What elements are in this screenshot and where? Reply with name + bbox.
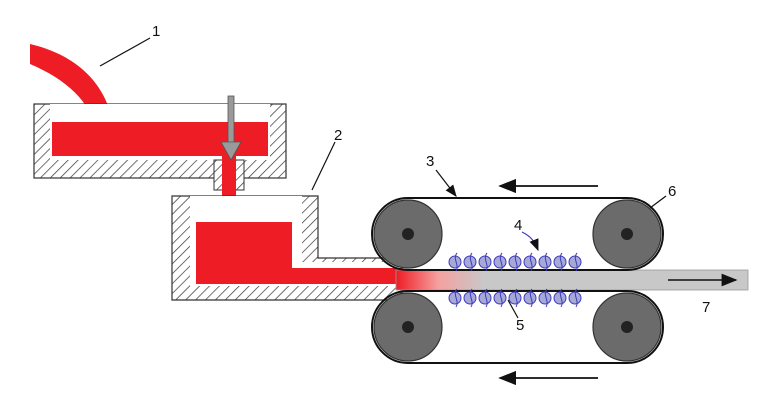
- upper-spray-nozzle: [478, 252, 492, 272]
- tundish: [33, 103, 287, 196]
- upper-spray-nozzle: [493, 252, 507, 272]
- label-7: 7: [702, 299, 710, 316]
- feed-vessel: [171, 195, 403, 301]
- upper-spray-nozzle: [448, 252, 462, 272]
- arrow-down-icon: [220, 141, 242, 161]
- lower-spray-nozzle: [463, 288, 477, 308]
- label-5: 5: [516, 317, 524, 334]
- label-3: 3: [426, 153, 434, 170]
- upper-spray-nozzle: [508, 252, 522, 272]
- lower-spray-nozzle: [448, 288, 462, 308]
- lower-spray-nozzle: [553, 288, 567, 308]
- label-2: 2: [334, 127, 342, 144]
- leader-line-6: [649, 195, 667, 209]
- lower-spray-nozzle: [508, 288, 522, 308]
- label-1: 1: [152, 23, 160, 40]
- label-4: 4: [514, 217, 522, 234]
- leader-line-1: [99, 37, 151, 67]
- upper-spray-nozzle: [463, 252, 477, 272]
- upper-spray-nozzle: [523, 252, 537, 272]
- lower-spray-nozzle: [478, 288, 492, 308]
- feed-vessel-melt: [196, 222, 292, 284]
- upper-spray-nozzle: [538, 252, 552, 272]
- upper-spray-nozzle: [553, 252, 567, 272]
- lower-spray-nozzle: [568, 288, 582, 308]
- lower-spray-nozzle: [523, 288, 537, 308]
- upper-belt: [371, 197, 664, 271]
- lower-cooling-sprays: [448, 288, 582, 308]
- upper-cooling-sprays: [448, 252, 582, 272]
- feed-channel-melt: [290, 268, 402, 284]
- stopper-rod: [220, 95, 242, 161]
- leader-line-2: [311, 141, 336, 191]
- lower-spray-nozzle: [538, 288, 552, 308]
- lower-belt: [371, 290, 664, 364]
- label-6: 6: [668, 183, 676, 200]
- upper-spray-nozzle: [568, 252, 582, 272]
- leader-line-4: [521, 231, 539, 252]
- lower-spray-nozzle: [493, 288, 507, 308]
- leader-line-5: [507, 299, 519, 319]
- leader-line-3: [435, 169, 457, 197]
- nozzle-flow: [222, 156, 236, 196]
